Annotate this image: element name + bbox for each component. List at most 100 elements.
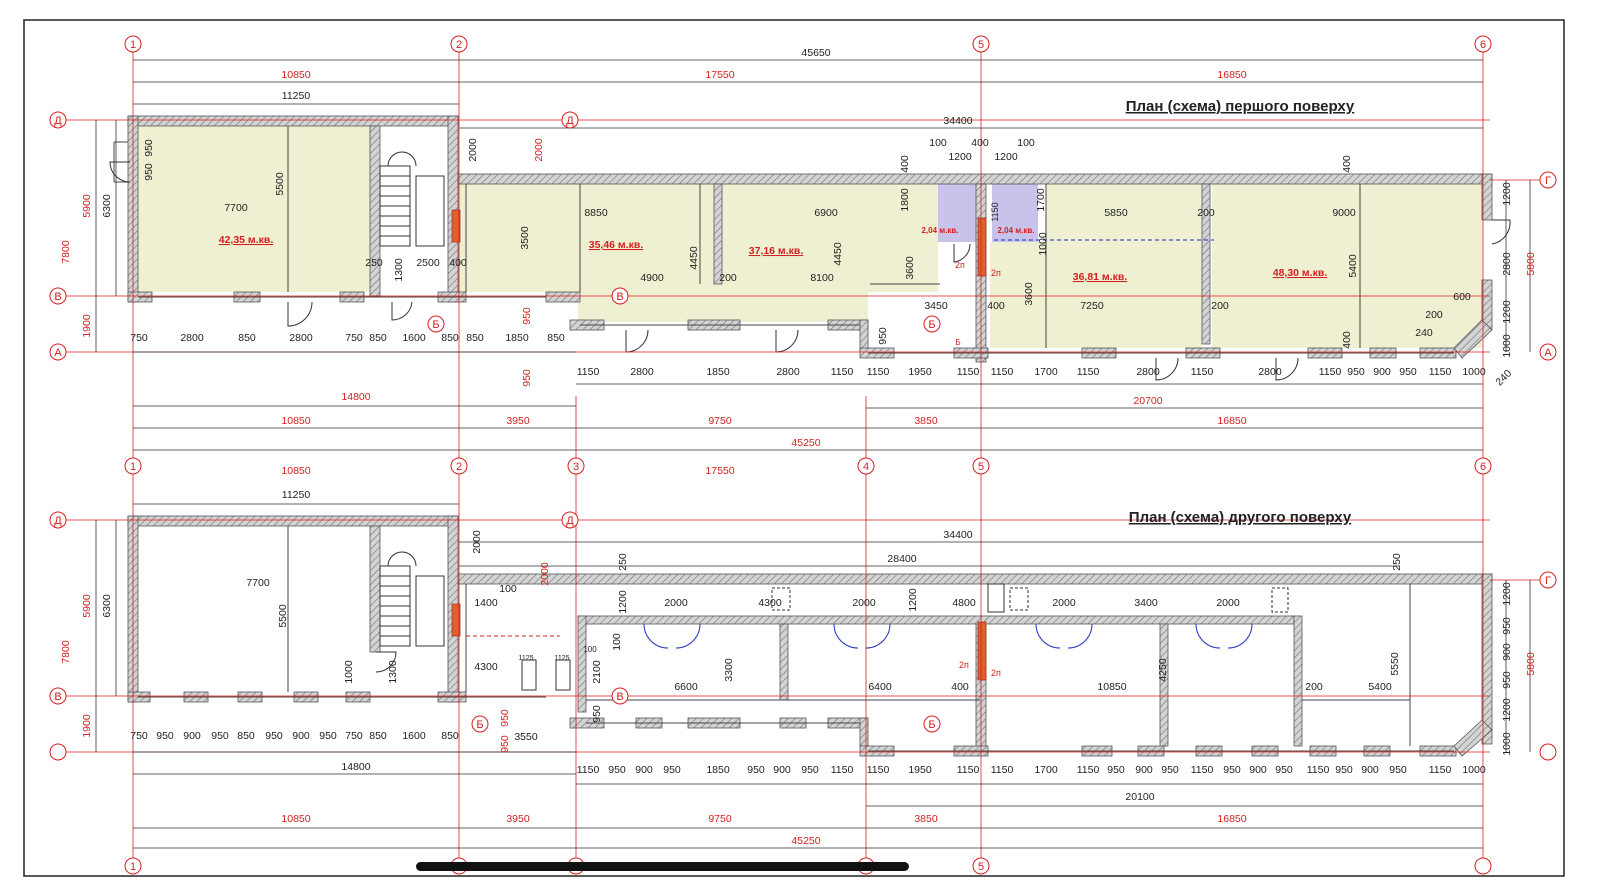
- axis-bubble-B2: [923, 315, 941, 333]
- axis-bubble-low-0-label: 1: [130, 861, 136, 873]
- riser-1: [451, 209, 461, 243]
- wc-dim: 100: [1017, 137, 1035, 149]
- axis-bubble-low-0: [124, 857, 142, 875]
- p2-right: 1200: [1501, 698, 1513, 722]
- dim-cell: 1150: [1077, 366, 1100, 378]
- p2-dim: 3550: [514, 731, 538, 743]
- room5-h: 5400: [1347, 254, 1359, 278]
- room3-area: 37,16 м.кв.: [749, 245, 804, 257]
- p2-dim: 5550: [1389, 652, 1401, 676]
- dim-cell: 950: [1399, 366, 1417, 378]
- dim-cell: 1850: [505, 332, 529, 344]
- wc-h: 1800: [899, 188, 911, 212]
- p2-dim: 950: [591, 705, 603, 723]
- sheet-border: [23, 19, 1565, 877]
- dim-20700: 20700: [1133, 395, 1162, 407]
- dim-cell: 950: [265, 730, 283, 742]
- dim-cell: 900: [773, 764, 791, 776]
- axis-bubble-1-label: 1: [130, 461, 136, 473]
- plan2-span-2: 17550: [705, 465, 734, 477]
- dim-cell: 950: [1107, 764, 1125, 776]
- dim-cell: 950: [1223, 764, 1241, 776]
- dim-cell: 1150: [577, 764, 600, 776]
- axis-lines: [66, 52, 1540, 868]
- room-4-top: [1046, 182, 1202, 242]
- room5-dim: 9000: [1332, 207, 1356, 219]
- wc-1150: 1150: [990, 202, 1000, 221]
- p2-dim: 5500: [277, 604, 289, 628]
- p2-axis-D: [49, 511, 67, 529]
- p2-riser-label: 2п: [991, 668, 1001, 678]
- axis-bubble-D: [49, 111, 67, 129]
- stairs-2: [375, 551, 445, 673]
- inner-dim: 2500: [416, 257, 440, 269]
- axis-bubble-A-label: А: [54, 347, 62, 359]
- dim-cell: 900: [1361, 764, 1379, 776]
- p2-dim: 5400: [1368, 681, 1392, 693]
- p2-dim: 4800: [952, 597, 976, 609]
- room-2: [458, 182, 718, 292]
- dim-cell: 850: [441, 332, 459, 344]
- dim-cell: 950: [1275, 764, 1293, 776]
- p2-axis-V: [49, 687, 67, 705]
- p2-riser-label: 2п: [959, 660, 969, 670]
- axis-bubble-A-right: [1539, 343, 1557, 361]
- right-1200: 1200: [1501, 182, 1513, 206]
- dim-cell: 1600: [402, 730, 426, 742]
- dim-cell: 950: [1389, 764, 1407, 776]
- p2-dim: 2000: [664, 597, 688, 609]
- p2-axis-D-inner-label: Д: [566, 515, 574, 527]
- right-1200b: 1200: [1501, 300, 1513, 324]
- p2-dim: 2100: [591, 660, 603, 684]
- dim-cell: 900: [183, 730, 201, 742]
- axis-bubble-B: [427, 315, 445, 333]
- riser-2: [977, 217, 987, 277]
- room2-area: 35,46 м.кв.: [589, 239, 644, 251]
- dim-cell: 1700: [1034, 366, 1058, 378]
- dim-cell: 2800: [630, 366, 654, 378]
- p2-34400: 34400: [943, 529, 972, 541]
- dim-cell: 1700: [1034, 764, 1058, 776]
- axis-bubble-V-inner: [611, 287, 629, 305]
- axis-bubble-D-label: Д: [54, 115, 62, 127]
- home-indicator: [416, 862, 909, 871]
- dim-cell: 1150: [991, 366, 1014, 378]
- dim-cell: 1150: [831, 764, 854, 776]
- p2-dim: 250: [1391, 553, 1403, 571]
- axis-bubble-G-label: Г: [1545, 175, 1551, 187]
- p2-axis-D-label: Д: [54, 515, 62, 527]
- axis-bubble-2: [450, 35, 468, 53]
- walls-2: [127, 515, 1493, 757]
- axis-bubble-2: [450, 457, 468, 475]
- wc-dim: 100: [929, 137, 947, 149]
- overall-dim: 45650: [801, 47, 830, 59]
- axis-bubble-B2-label: Б: [928, 319, 935, 331]
- room1-area: 42,35 м.кв.: [219, 234, 274, 246]
- room2-dim: 8850: [584, 207, 608, 219]
- dim-cell: 750: [130, 730, 148, 742]
- axis-bubble-low-4-label: 5: [978, 861, 984, 873]
- p2-28400: 28400: [887, 553, 916, 565]
- room5-area: 48,30 м.кв.: [1273, 267, 1328, 279]
- dim-cell: 1150: [831, 366, 854, 378]
- p2-11250: 11250: [282, 489, 311, 501]
- axis-bubble-G: [1539, 171, 1557, 189]
- bspan-2: 3950: [506, 415, 530, 427]
- p2-bspan: 9750: [708, 813, 732, 825]
- p2-axis-V-inner: [611, 687, 629, 705]
- p2-dim: 1200: [907, 588, 919, 612]
- wc-dim: 1200: [994, 151, 1018, 163]
- p2-overall-bottom: 45250: [791, 835, 820, 847]
- axis-bubble-6-label: 6: [1480, 461, 1486, 473]
- axis-bubble-3: [567, 457, 585, 475]
- axis-bubble-5-label: 5: [978, 39, 984, 51]
- dim-cell: 1150: [867, 764, 890, 776]
- p2-dim-red: 950: [499, 709, 511, 727]
- dim-cell: 1150: [1077, 764, 1100, 776]
- p2-axis-B: [471, 715, 489, 733]
- inner-dim: 8100: [810, 272, 834, 284]
- axis-bubble-6-label: 6: [1480, 39, 1486, 51]
- dim-cell: 1150: [1319, 366, 1342, 378]
- corner-240: 600: [1453, 291, 1471, 303]
